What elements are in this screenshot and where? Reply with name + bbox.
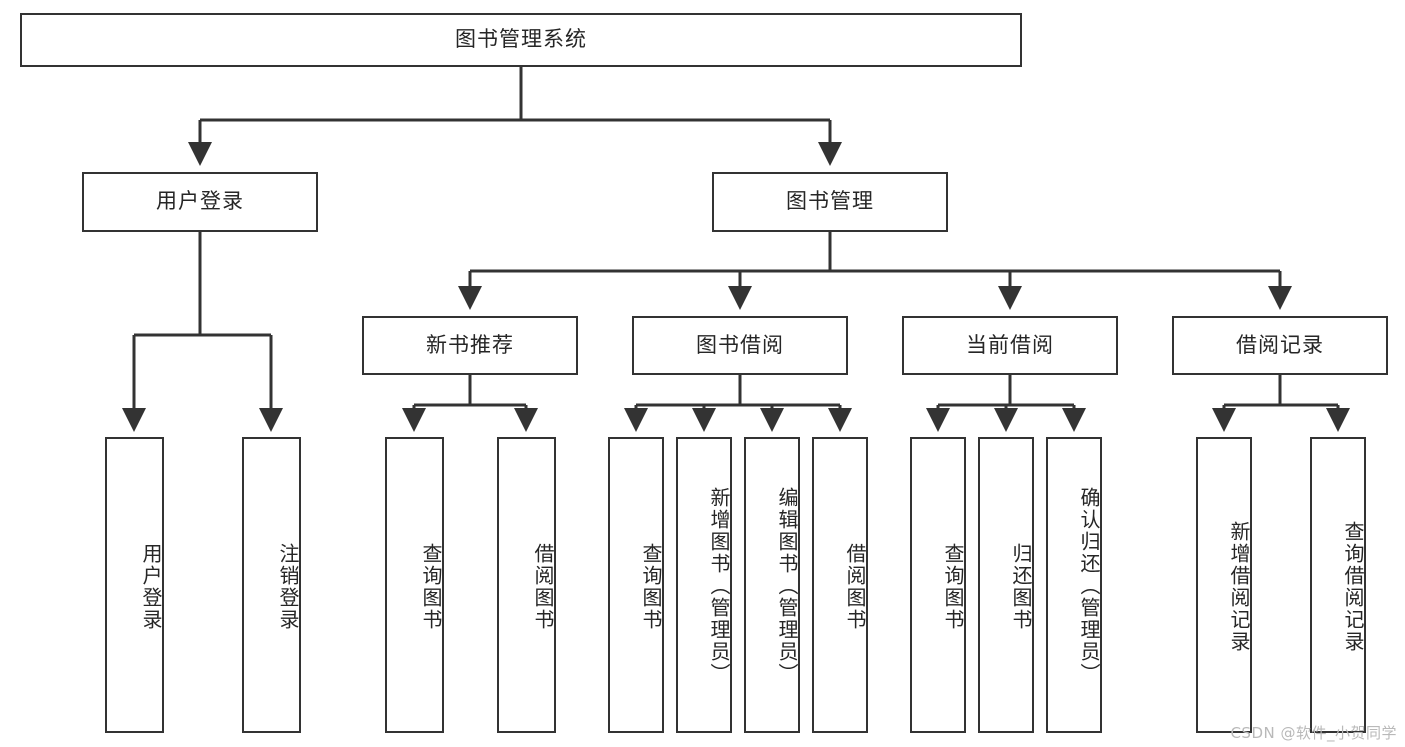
leaf-book-borrow-0[interactable]: 查询图书	[608, 437, 664, 733]
leaf-book-borrow-1[interactable]: 新增图书（管理员）	[676, 437, 732, 733]
leaf-borrow-record-0[interactable]: 新增借阅记录	[1196, 437, 1252, 733]
leaf-new-book-0-label: 查询图书	[419, 543, 443, 631]
leaf-user-login-1[interactable]: 注销登录	[242, 437, 301, 733]
node-book-borrow[interactable]: 图书借阅	[632, 316, 848, 375]
node-book-manage[interactable]: 图书管理	[712, 172, 948, 232]
node-current-borrow[interactable]: 当前借阅	[902, 316, 1118, 375]
leaf-current-borrow-2-label: 确认归还（管理员）	[1077, 487, 1101, 685]
leaf-current-borrow-0[interactable]: 查询图书	[910, 437, 966, 733]
leaf-user-login-0[interactable]: 用户登录	[105, 437, 164, 733]
leaf-user-login-0-label: 用户登录	[139, 543, 163, 631]
leaf-borrow-record-1-label: 查询借阅记录	[1341, 521, 1365, 653]
leaf-current-borrow-1[interactable]: 归还图书	[978, 437, 1034, 733]
node-current-borrow-label: 当前借阅	[966, 332, 1054, 357]
node-book-borrow-label: 图书借阅	[696, 332, 784, 357]
node-borrow-record-label: 借阅记录	[1236, 332, 1324, 357]
leaf-current-borrow-2[interactable]: 确认归还（管理员）	[1046, 437, 1102, 733]
watermark: CSDN @软件_小贺同学	[1230, 724, 1397, 742]
leaf-borrow-record-0-label: 新增借阅记录	[1227, 521, 1251, 653]
leaf-book-borrow-2-label: 编辑图书（管理员）	[775, 487, 799, 685]
node-user-login[interactable]: 用户登录	[82, 172, 318, 232]
node-root-label: 图书管理系统	[455, 27, 587, 52]
leaf-book-borrow-3[interactable]: 借阅图书	[812, 437, 868, 733]
leaf-current-borrow-0-label: 查询图书	[941, 543, 965, 631]
node-book-manage-label: 图书管理	[786, 189, 874, 214]
node-new-book-recommend[interactable]: 新书推荐	[362, 316, 578, 375]
node-user-login-label: 用户登录	[156, 189, 244, 214]
leaf-book-borrow-3-label: 借阅图书	[843, 543, 867, 631]
leaf-book-borrow-2[interactable]: 编辑图书（管理员）	[744, 437, 800, 733]
leaf-user-login-1-label: 注销登录	[276, 543, 300, 631]
leaf-new-book-1-label: 借阅图书	[531, 543, 555, 631]
leaf-book-borrow-1-label: 新增图书（管理员）	[707, 487, 731, 685]
node-new-book-recommend-label: 新书推荐	[426, 332, 514, 357]
leaf-book-borrow-0-label: 查询图书	[639, 543, 663, 631]
leaf-borrow-record-1[interactable]: 查询借阅记录	[1310, 437, 1366, 733]
node-borrow-record[interactable]: 借阅记录	[1172, 316, 1388, 375]
leaf-new-book-1[interactable]: 借阅图书	[497, 437, 556, 733]
leaf-current-borrow-1-label: 归还图书	[1009, 543, 1033, 631]
node-root[interactable]: 图书管理系统	[20, 13, 1022, 67]
leaf-new-book-0[interactable]: 查询图书	[385, 437, 444, 733]
